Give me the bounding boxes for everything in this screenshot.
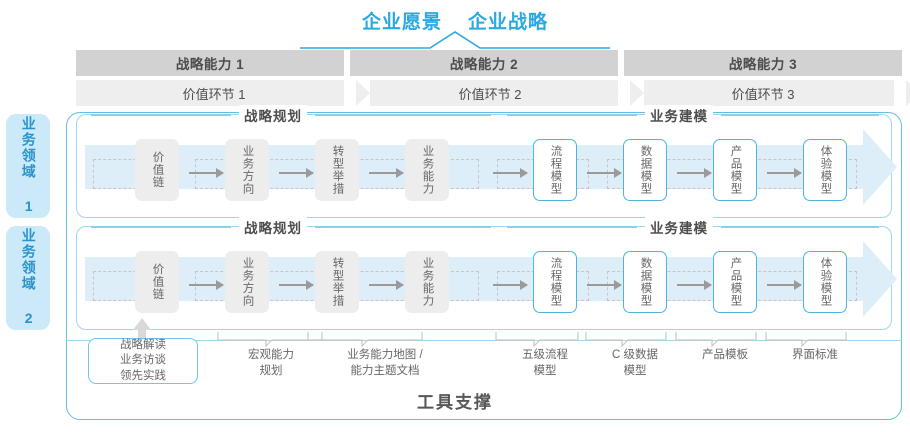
- node-modeling-3[interactable]: 产品模型: [713, 139, 757, 201]
- arrow-icon: [279, 168, 314, 178]
- value-link-label-3[interactable]: 价值环节 3: [731, 86, 795, 102]
- section-header-modeling-1: 业务建模: [507, 105, 879, 125]
- value-link-background: [76, 80, 902, 106]
- node-label: 价值链: [151, 151, 164, 189]
- arrow-icon: [189, 280, 224, 290]
- tool-item-1[interactable]: 战略解读业务访谈领先实践: [88, 338, 198, 384]
- section-modeling-label: 业务建模: [645, 217, 713, 237]
- arrow-icon: [677, 280, 712, 290]
- strategic-capability-row: 战略能力 1 战略能力 2 战略能力 3: [76, 50, 902, 76]
- node-planning-1[interactable]: 价值链: [135, 251, 179, 313]
- node-label: 转型举措: [331, 257, 344, 307]
- section-header-modeling-2: 业务建模: [507, 217, 879, 237]
- flow-band-arrow-icon: [863, 129, 897, 205]
- domain-tab-2-label: 业务领域 2: [20, 228, 37, 328]
- enterprise-strategy-label: 企业战略: [468, 11, 549, 33]
- domain-tab-2[interactable]: 业务领域 2: [6, 226, 50, 330]
- arrow-icon: [493, 280, 528, 290]
- node-modeling-2[interactable]: 数据模型: [623, 251, 667, 313]
- node-label: 体验模型: [819, 145, 832, 195]
- node-planning-3[interactable]: 转型举措: [315, 139, 359, 201]
- node-label: 业务方向: [241, 257, 254, 307]
- node-label: 业务方向: [241, 145, 254, 195]
- node-modeling-4[interactable]: 体验模型: [803, 139, 847, 201]
- capability-cell-1[interactable]: 战略能力 1: [76, 50, 344, 76]
- node-label: 数据模型: [639, 257, 652, 307]
- node-planning-4[interactable]: 业务能力: [405, 139, 449, 201]
- domain-lane-2: 战略规划 业务建模 价值链 业务方向 转型举措 业务能力 流程模型 数据模型 产…: [76, 217, 897, 330]
- tool-item-6: 产品模板: [702, 349, 748, 361]
- value-link-chevron-1: [331, 80, 370, 106]
- vision-strategy-header: 企业愿景 企业战略: [0, 6, 910, 34]
- section-modeling-label: 业务建模: [645, 105, 713, 125]
- node-planning-1[interactable]: 价值链: [135, 139, 179, 201]
- arrow-icon: [587, 168, 622, 178]
- node-planning-2[interactable]: 业务方向: [225, 139, 269, 201]
- section-planning-label: 战略规划: [239, 105, 307, 125]
- domain-tab-1[interactable]: 业务领域 1: [6, 114, 50, 218]
- arrow-icon: [189, 168, 224, 178]
- flow-band-arrow-icon: [863, 241, 897, 317]
- arrow-icon: [587, 280, 622, 290]
- node-label: 体验模型: [819, 257, 832, 307]
- arrow-icon: [767, 280, 802, 290]
- section-header-planning-2: 战略规划: [91, 217, 491, 237]
- arrow-icon: [369, 280, 404, 290]
- up-arrow-stem: [138, 328, 146, 340]
- node-label: 转型举措: [331, 145, 344, 195]
- tool-support-title: 工具支撑: [417, 393, 493, 412]
- domain-tab-1-label: 业务领域 1: [20, 116, 37, 216]
- arrow-icon: [767, 168, 802, 178]
- enterprise-vision-label: 企业愿景: [361, 11, 442, 33]
- value-link-label-2[interactable]: 价值环节 2: [458, 86, 522, 102]
- node-label: 流程模型: [549, 257, 562, 307]
- value-link-label-1[interactable]: 价值环节 1: [182, 86, 246, 102]
- capability-cell-2[interactable]: 战略能力 2: [350, 50, 618, 76]
- value-link-row: 价值环节 1 价值环节 2 价值环节 3: [76, 80, 910, 106]
- node-label: 流程模型: [549, 145, 562, 195]
- capability-cell-3[interactable]: 战略能力 3: [624, 50, 902, 76]
- vision-connector-line: [300, 31, 610, 49]
- node-modeling-1[interactable]: 流程模型: [533, 139, 577, 201]
- node-label: 数据模型: [639, 145, 652, 195]
- node-modeling-2[interactable]: 数据模型: [623, 139, 667, 201]
- node-planning-3[interactable]: 转型举措: [315, 251, 359, 313]
- tool-support-divider: [66, 340, 902, 342]
- section-header-planning-1: 战略规划: [91, 105, 491, 125]
- value-link-chevron-2: [605, 80, 644, 106]
- node-planning-2[interactable]: 业务方向: [225, 251, 269, 313]
- node-label: 产品模型: [729, 257, 742, 307]
- tool-item-2: 宏观能力规划: [248, 349, 294, 377]
- node-label: 价值链: [151, 263, 164, 301]
- arrow-icon: [369, 168, 404, 178]
- node-label: 业务能力: [421, 257, 434, 307]
- node-planning-4[interactable]: 业务能力: [405, 251, 449, 313]
- arrow-icon: [493, 168, 528, 178]
- tool-item-7: 界面标准: [792, 349, 838, 361]
- node-label: 业务能力: [421, 145, 434, 195]
- value-link-chevron-3: [881, 80, 910, 106]
- tool-connector-brackets: [217, 332, 847, 348]
- arrow-icon: [677, 168, 712, 178]
- tool-item-3: 业务能力地图 /能力主题文档: [347, 349, 423, 377]
- tool-item-4: 五级流程模型: [522, 349, 568, 377]
- tool-support-container: [66, 112, 902, 420]
- up-arrow-icon: [133, 318, 151, 330]
- node-label: 产品模型: [729, 145, 742, 195]
- arrow-icon: [279, 280, 314, 290]
- section-planning-label: 战略规划: [239, 217, 307, 237]
- tool-item-5: C 级数据模型: [612, 349, 658, 377]
- node-modeling-3[interactable]: 产品模型: [713, 251, 757, 313]
- domain-lane-1: 战略规划 业务建模 价值链 业务方向 转型举措 业务能力 流程模型 数据模型 产…: [76, 105, 897, 218]
- node-modeling-1[interactable]: 流程模型: [533, 251, 577, 313]
- node-modeling-4[interactable]: 体验模型: [803, 251, 847, 313]
